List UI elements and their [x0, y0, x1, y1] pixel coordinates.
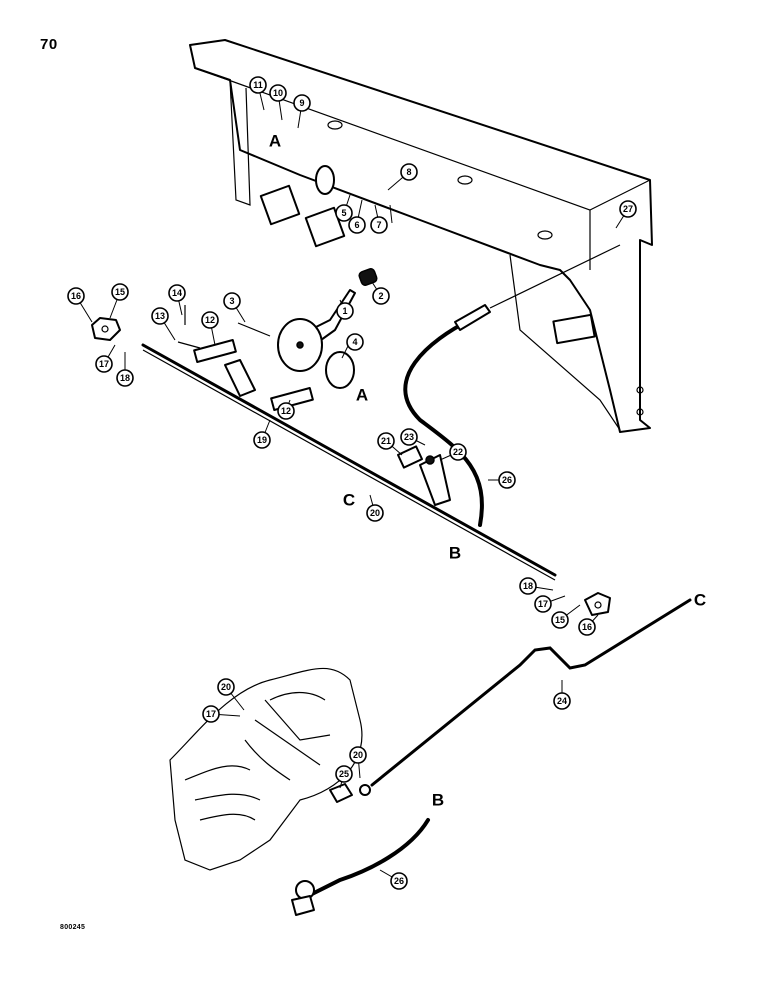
svg-text:18: 18: [120, 373, 130, 383]
svg-text:20: 20: [221, 682, 231, 692]
ref-letter-c-rod: C: [694, 591, 706, 610]
callout-11: 11: [249, 76, 267, 94]
svg-text:12: 12: [281, 406, 291, 416]
svg-text:13: 13: [155, 311, 165, 321]
ref-letter-a-mid: A: [356, 386, 368, 405]
callout-3: 3: [223, 292, 241, 310]
svg-text:15: 15: [115, 287, 125, 297]
linkage-rod: [370, 598, 692, 787]
svg-text:23: 23: [404, 432, 414, 442]
svg-text:14: 14: [172, 288, 182, 298]
svg-text:12: 12: [205, 315, 215, 325]
svg-text:17: 17: [99, 359, 109, 369]
callout-15: 15: [111, 283, 129, 301]
callout-27: 27: [619, 200, 637, 218]
svg-text:8: 8: [406, 167, 411, 177]
svg-text:16: 16: [71, 291, 81, 301]
svg-text:17: 17: [206, 709, 216, 719]
svg-text:15: 15: [555, 615, 565, 625]
svg-text:21: 21: [381, 436, 391, 446]
callout-25: 25: [335, 765, 353, 783]
lower-cable: [291, 818, 430, 916]
engine-area: [169, 667, 371, 871]
throttle-lever: [177, 268, 378, 411]
callout-13: 13: [151, 307, 169, 325]
callout-17-right: 17: [534, 595, 552, 613]
callout-2: 2: [372, 287, 390, 305]
callout-23: 23: [400, 428, 418, 446]
callout-5: 5: [335, 204, 353, 222]
callout-12-lower: 12: [277, 402, 295, 420]
svg-text:20: 20: [370, 508, 380, 518]
callout-9: 9: [293, 94, 311, 112]
callout-16-right: 16: [578, 618, 596, 636]
svg-text:20: 20: [353, 750, 363, 760]
callout-20-engine-right: 20: [349, 746, 367, 764]
callout-26-lower: 26: [390, 872, 408, 890]
svg-text:22: 22: [453, 447, 463, 457]
callout-16: 16: [67, 287, 85, 305]
svg-text:26: 26: [502, 475, 512, 485]
reference-letters: A A B B C C: [269, 132, 706, 810]
callout-21: 21: [377, 432, 395, 450]
callout-26-upper: 26: [498, 471, 516, 489]
cross-rod: [141, 343, 557, 581]
callout-19: 19: [253, 431, 271, 449]
svg-text:5: 5: [341, 208, 346, 218]
svg-text:19: 19: [257, 435, 267, 445]
callout-20-engine-top: 20: [217, 678, 235, 696]
swivel: [396, 445, 435, 469]
callout-18-right: 18: [519, 577, 537, 595]
svg-text:1: 1: [342, 306, 347, 316]
callouts: 11 10 9 8 5 6 7 27 2 1 3 4 14 16 15 13 1…: [67, 76, 637, 890]
svg-text:3: 3: [229, 296, 234, 306]
callout-17-left: 17: [95, 355, 113, 373]
dash-panel: [189, 39, 653, 433]
svg-text:2: 2: [378, 291, 383, 301]
svg-text:27: 27: [623, 204, 633, 214]
svg-text:26: 26: [394, 876, 404, 886]
callout-10: 10: [269, 84, 287, 102]
page-number: 70: [40, 36, 58, 53]
svg-text:11: 11: [253, 80, 263, 90]
throttle-cable: [403, 244, 621, 527]
ref-letter-b-cable: B: [449, 544, 461, 563]
svg-text:4: 4: [352, 337, 357, 347]
callout-14: 14: [168, 284, 186, 302]
svg-text:16: 16: [582, 622, 592, 632]
ref-letter-b-lower: B: [432, 791, 444, 810]
callout-20-upper: 20: [366, 504, 384, 522]
ref-letter-a-top: A: [269, 132, 281, 151]
svg-text:17: 17: [538, 599, 548, 609]
svg-text:18: 18: [523, 581, 533, 591]
svg-text:25: 25: [339, 769, 349, 779]
callout-18-left: 18: [116, 369, 134, 387]
callout-12-upper: 12: [201, 311, 219, 329]
figure-code: 800245: [60, 924, 86, 931]
ref-letter-c-swivel: C: [343, 491, 355, 510]
svg-text:7: 7: [376, 220, 381, 230]
callout-8: 8: [400, 163, 418, 181]
callout-7: 7: [370, 216, 388, 234]
svg-text:10: 10: [273, 88, 283, 98]
callout-4: 4: [346, 333, 364, 351]
callout-15-right: 15: [551, 611, 569, 629]
svg-text:24: 24: [557, 696, 567, 706]
callout-22: 22: [449, 443, 467, 461]
callout-6: 6: [348, 216, 366, 234]
support-brackets: [91, 317, 611, 616]
callout-17-engine: 17: [202, 705, 220, 723]
callout-24: 24: [553, 692, 571, 710]
svg-text:9: 9: [299, 98, 304, 108]
callout-1: 1: [336, 302, 354, 320]
svg-text:6: 6: [354, 220, 359, 230]
